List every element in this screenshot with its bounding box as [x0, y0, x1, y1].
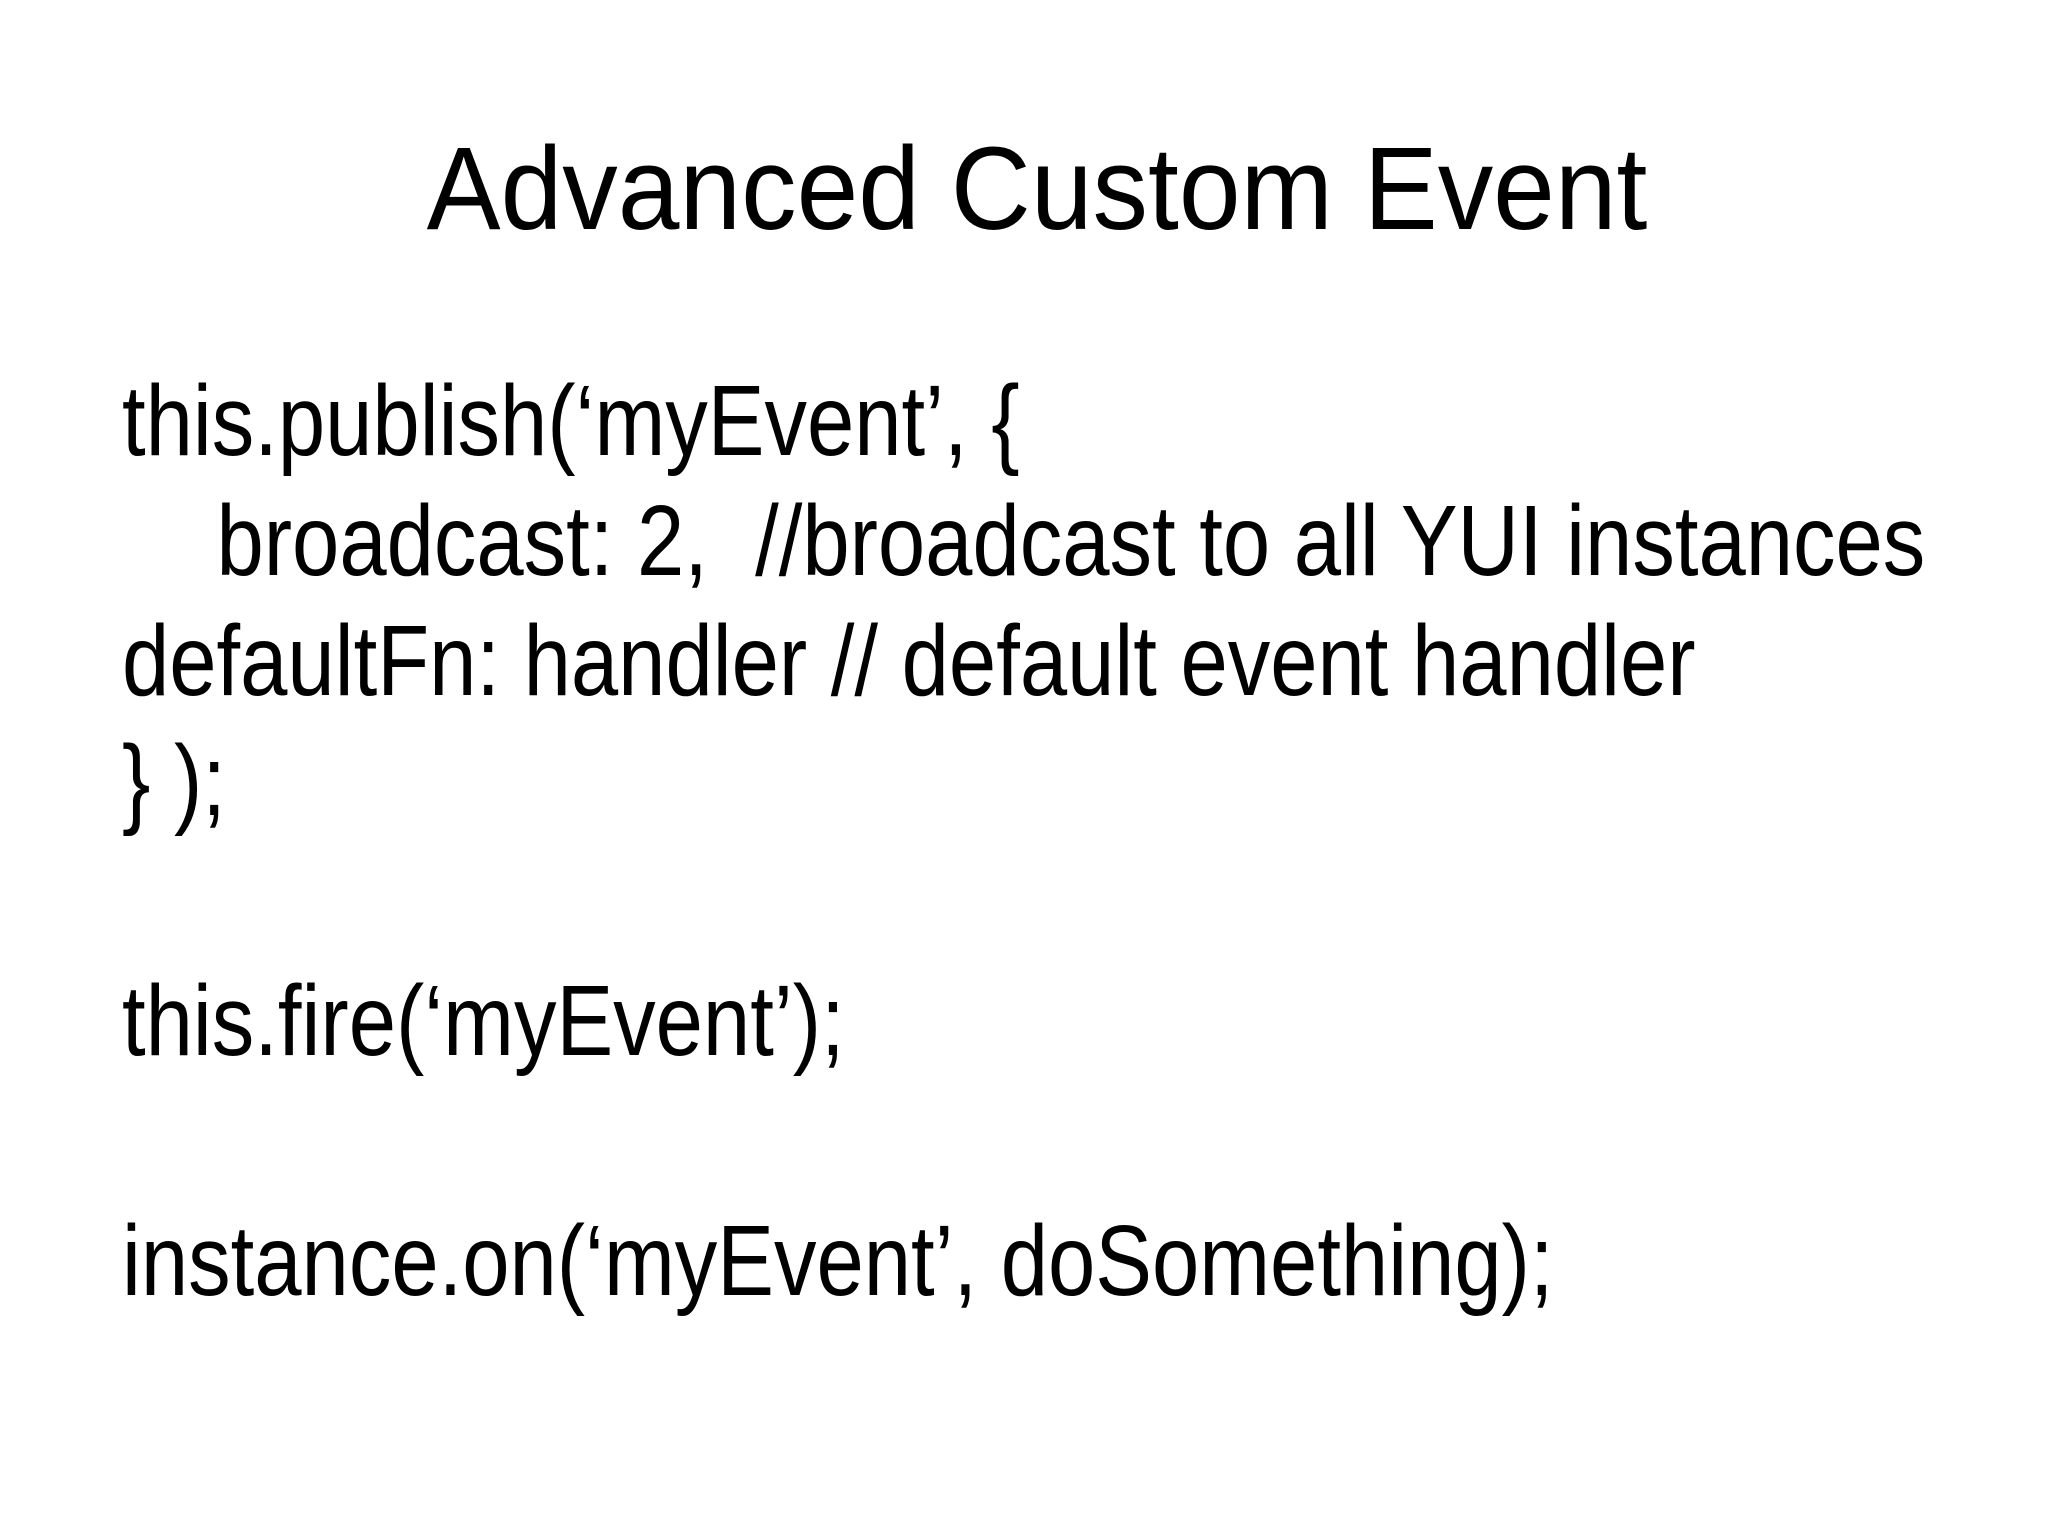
slide-title: Advanced Custom Event — [426, 123, 1648, 255]
code-block: this.publish(‘myEvent’, { broadcast: 2, … — [122, 365, 1926, 1317]
